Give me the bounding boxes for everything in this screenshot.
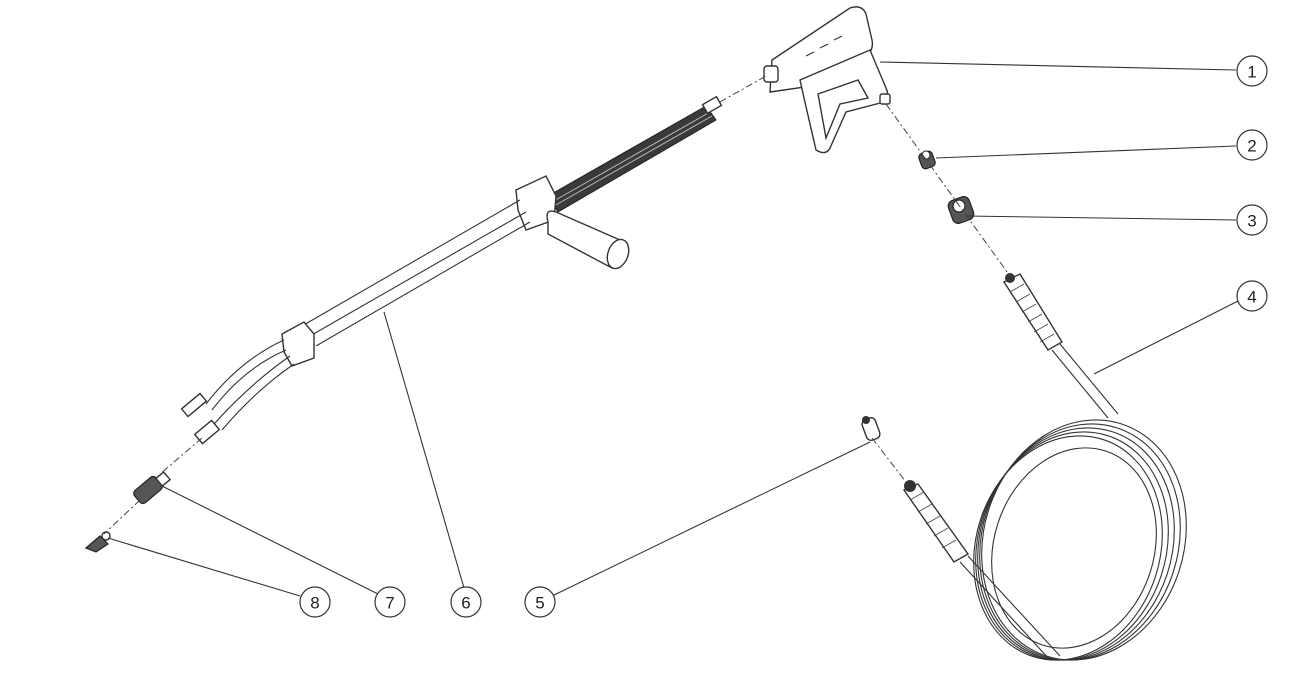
callout-6: 6 (450, 586, 482, 618)
fitting-2 (918, 150, 936, 170)
hose (902, 273, 1187, 661)
leader-lines (107, 61, 1241, 597)
callout-8: 8 (299, 586, 331, 618)
fitting-5 (861, 416, 881, 442)
callout-label-7: 7 (385, 594, 394, 613)
callout-label-3: 3 (1247, 212, 1256, 231)
callout-label-1: 1 (1247, 63, 1256, 82)
spray-nozzle (84, 531, 111, 553)
callout-3: 3 (1236, 204, 1268, 236)
callout-label-8: 8 (310, 594, 319, 613)
nozzle-adapter (133, 470, 172, 505)
callout-label-5: 5 (535, 594, 544, 613)
assembly-axis-lines (103, 75, 1011, 535)
swivel-coupler-3 (947, 196, 975, 224)
callout-1: 1 (1236, 55, 1268, 87)
callout-5: 5 (524, 586, 556, 618)
callout-4: 4 (1236, 280, 1268, 312)
callout-2: 2 (1236, 129, 1268, 161)
callout-label-2: 2 (1247, 137, 1256, 156)
lance (180, 95, 723, 445)
callout-label-4: 4 (1247, 288, 1256, 307)
callout-7: 7 (374, 586, 406, 618)
callout-label-6: 6 (461, 594, 470, 613)
trigger-gun (763, 6, 891, 154)
